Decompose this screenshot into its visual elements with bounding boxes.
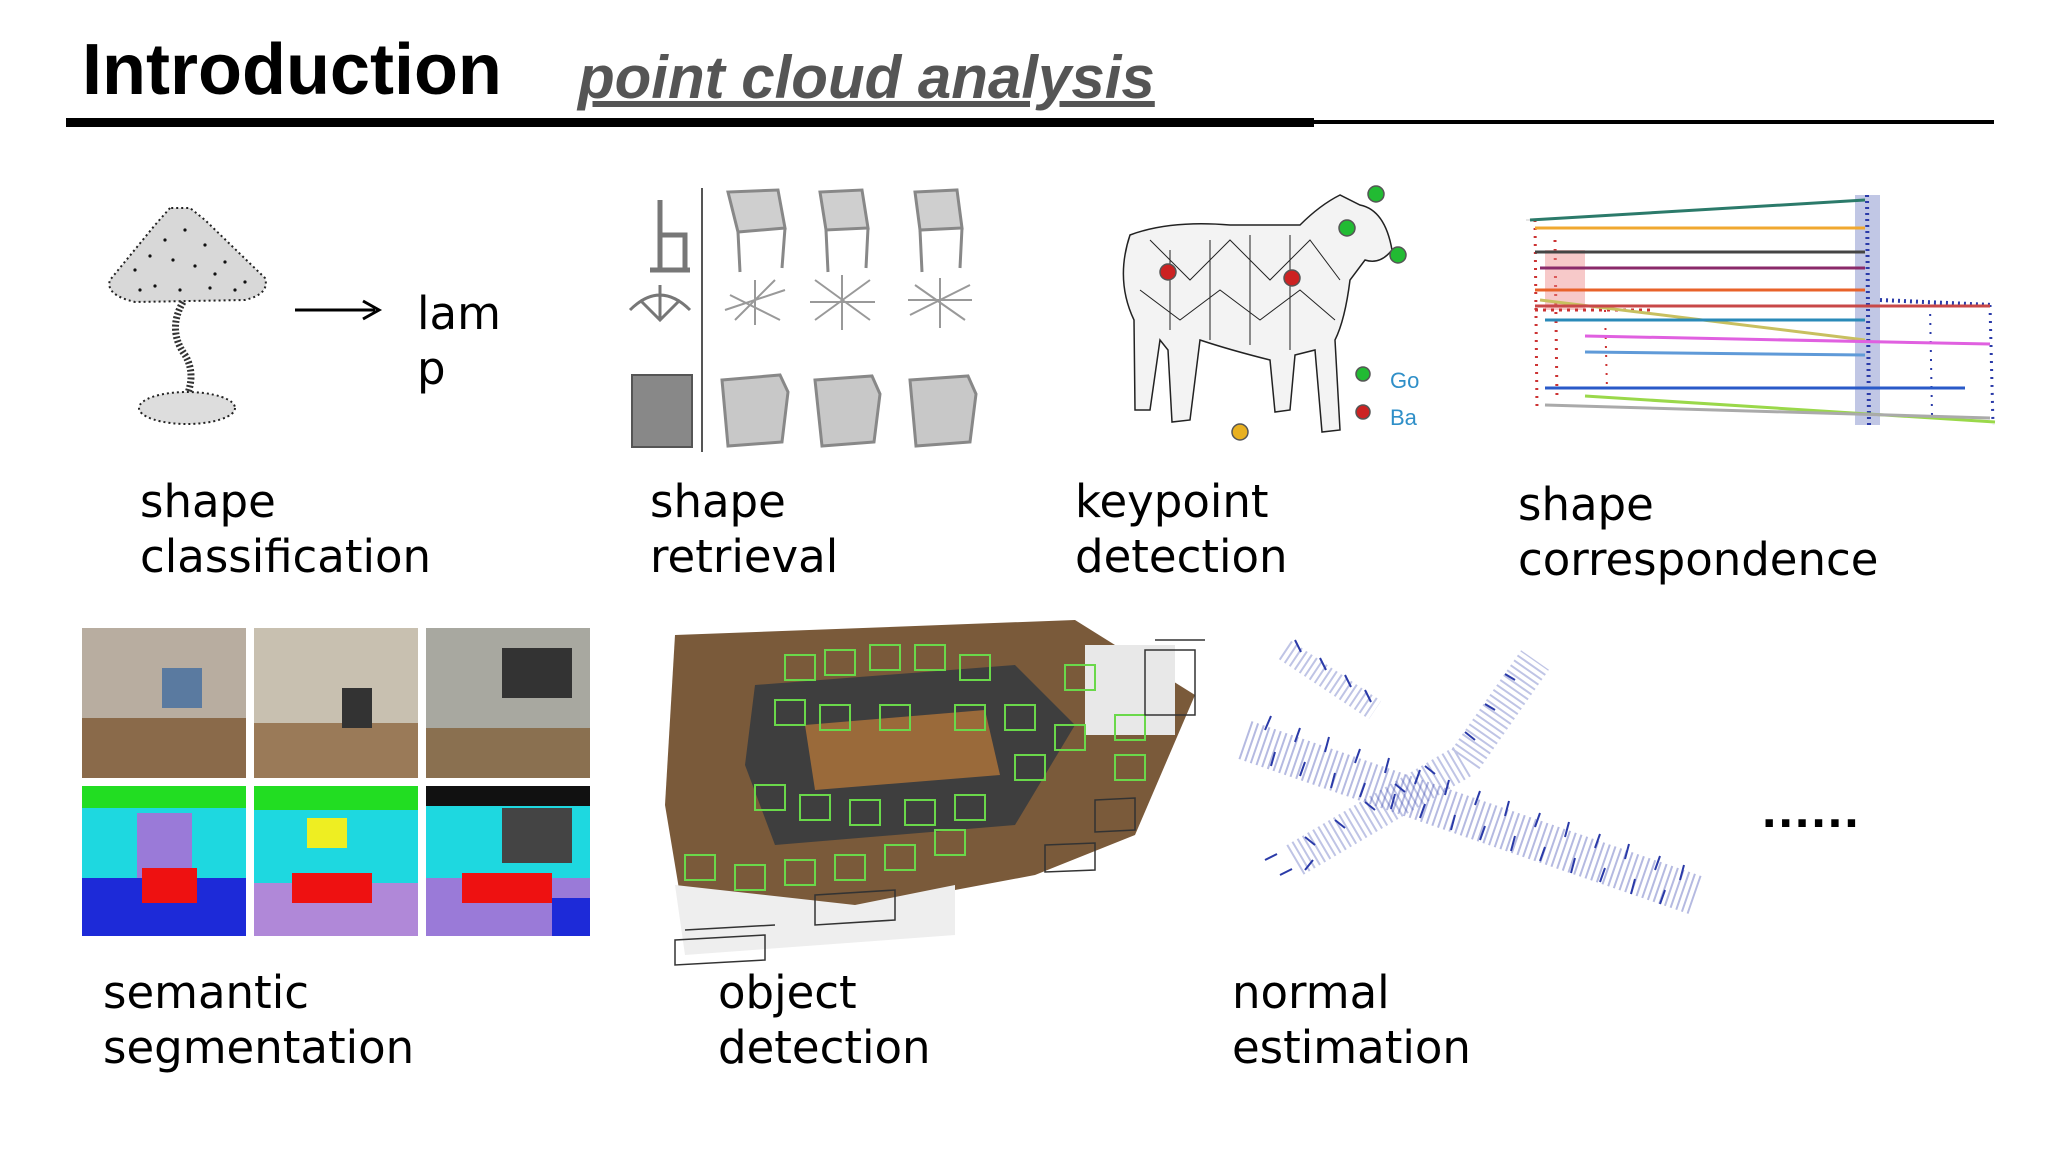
legend-good-label: Go bbox=[1390, 368, 1420, 393]
more-tasks-ellipsis: ...... bbox=[1762, 781, 1861, 839]
lamp-point-cloud bbox=[108, 207, 267, 425]
legend-bad-label: Ba bbox=[1390, 405, 1417, 430]
rgb-room-images bbox=[82, 628, 590, 778]
shape-retrieval-figure bbox=[610, 180, 1000, 460]
cabinet-results bbox=[720, 373, 978, 448]
chair-icon bbox=[650, 200, 690, 273]
normal-estimation-figure bbox=[1235, 630, 1715, 920]
title-underline-thin bbox=[1314, 120, 1994, 124]
wireframe-boxes bbox=[674, 639, 1205, 966]
keypoint-legend: Go Ba bbox=[1390, 362, 1420, 432]
cabinet-icon bbox=[631, 374, 693, 448]
slide-title: Introduction bbox=[82, 30, 502, 110]
source-point-cloud bbox=[1533, 219, 1655, 411]
keypoint-detection-figure bbox=[1110, 180, 1410, 450]
airplane-normals bbox=[1238, 639, 1702, 914]
cow-mesh bbox=[1122, 194, 1393, 433]
plant-icon bbox=[628, 285, 692, 323]
semantic-segmentation-figure bbox=[82, 628, 590, 936]
title-underline-thick bbox=[66, 118, 1314, 127]
shape-correspondence-figure bbox=[1525, 190, 2010, 435]
shape-classification-figure bbox=[95, 190, 515, 440]
chair-results bbox=[726, 188, 964, 273]
classification-output-label: lam p bbox=[417, 287, 501, 395]
detection-boxes bbox=[684, 644, 1146, 891]
target-point-cloud bbox=[1855, 194, 1995, 426]
object-detection-figure bbox=[655, 605, 1205, 970]
segmentation-label-images bbox=[82, 786, 590, 936]
plant-results bbox=[724, 275, 972, 330]
slide-subtitle: point cloud analysis bbox=[578, 44, 1155, 111]
correspondence-lines bbox=[1529, 198, 1996, 424]
arrow-right-icon bbox=[295, 299, 383, 321]
scene-point-cloud bbox=[665, 620, 1195, 955]
